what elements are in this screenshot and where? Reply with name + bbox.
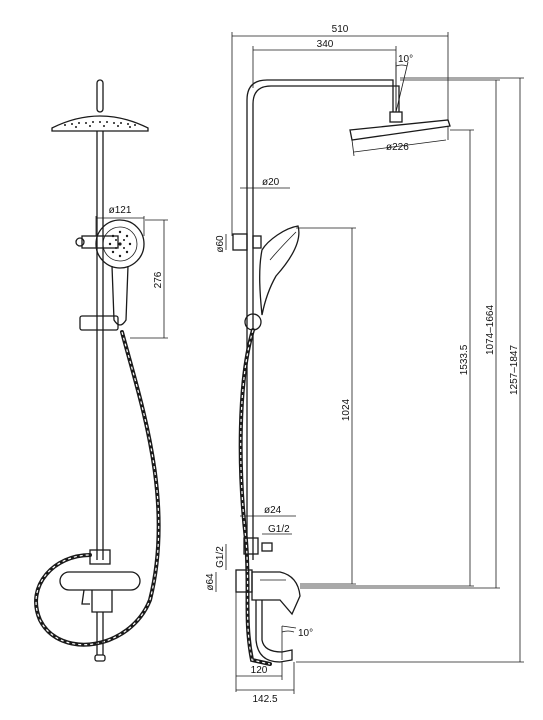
label-holder-diameter: ø60 bbox=[215, 235, 226, 253]
dim-outlet-thread: G1/2 bbox=[262, 524, 292, 535]
dim-inlet-thread: G1/2 bbox=[215, 544, 227, 570]
side-view: 510 340 10° ø226 ø20 ø60 bbox=[205, 24, 524, 705]
dim-arm-length: 340 bbox=[252, 39, 397, 112]
label-spout-reach-inner: 120 bbox=[251, 665, 268, 676]
front-slide-holder bbox=[79, 315, 119, 331]
dim-handshower-length: 276 bbox=[130, 219, 168, 339]
label-outlet-thread: G1/2 bbox=[268, 524, 290, 535]
dim-head-height: 1533.5 bbox=[300, 129, 474, 587]
label-inlet-thread: G1/2 bbox=[215, 546, 226, 568]
label-arm-length: 340 bbox=[317, 39, 334, 50]
dim-slide-length: 1024 bbox=[296, 227, 356, 585]
dim-head-diameter: ø226 bbox=[353, 139, 447, 153]
side-mixer bbox=[235, 569, 301, 616]
label-slide-length: 1024 bbox=[341, 398, 352, 421]
dim-holder-diameter: ø60 bbox=[215, 234, 227, 253]
label-handshower-diameter: ø121 bbox=[109, 205, 132, 216]
front-rain-head bbox=[51, 115, 149, 132]
side-spout bbox=[255, 600, 293, 663]
label-spout-tilt: 10° bbox=[298, 628, 313, 639]
dim-spout-reach-inner: 120 bbox=[235, 592, 283, 692]
side-hose bbox=[238, 328, 272, 666]
label-head-height: 1533.5 bbox=[459, 344, 470, 375]
side-riser-arm bbox=[246, 79, 394, 560]
dim-lower-pipe-diameter: ø24 bbox=[240, 505, 296, 517]
dim-spout-tilt: 10° bbox=[281, 625, 313, 660]
front-hand-shower bbox=[95, 219, 145, 326]
label-handshower-length: 276 bbox=[153, 271, 164, 288]
label-head-diameter: ø226 bbox=[386, 142, 409, 153]
side-hand-shower bbox=[259, 225, 300, 316]
side-rain-head bbox=[349, 119, 451, 141]
dim-riser-adjust: 1074–1664 bbox=[300, 79, 500, 589]
label-overall-width: 510 bbox=[332, 24, 349, 35]
label-mixer-diameter: ø64 bbox=[205, 573, 216, 591]
front-view: ø121 276 bbox=[34, 79, 168, 662]
label-lower-pipe-diameter: ø24 bbox=[264, 505, 282, 516]
front-diverter bbox=[89, 549, 111, 565]
dim-mixer-diameter: ø64 bbox=[205, 572, 217, 592]
dim-overall-width: 510 bbox=[231, 24, 449, 236]
dim-spout-reach-outer: 142.5 bbox=[236, 662, 295, 705]
dim-riser-diameter: ø20 bbox=[240, 177, 290, 189]
dim-total-height: 1257–1847 bbox=[296, 77, 524, 663]
label-riser-adjust: 1074–1664 bbox=[485, 305, 496, 355]
dim-handshower-diameter: ø121 bbox=[95, 205, 145, 236]
dim-head-tilt: 10° bbox=[395, 54, 413, 113]
label-head-tilt: 10° bbox=[398, 54, 413, 65]
front-mixer bbox=[59, 571, 141, 613]
label-spout-reach-outer: 142.5 bbox=[252, 694, 277, 705]
side-wall-holder bbox=[232, 233, 248, 251]
front-holder-bracket bbox=[81, 235, 119, 249]
label-riser-diameter: ø20 bbox=[262, 177, 280, 188]
label-total-height: 1257–1847 bbox=[509, 345, 520, 395]
front-riser-cap bbox=[96, 79, 104, 113]
